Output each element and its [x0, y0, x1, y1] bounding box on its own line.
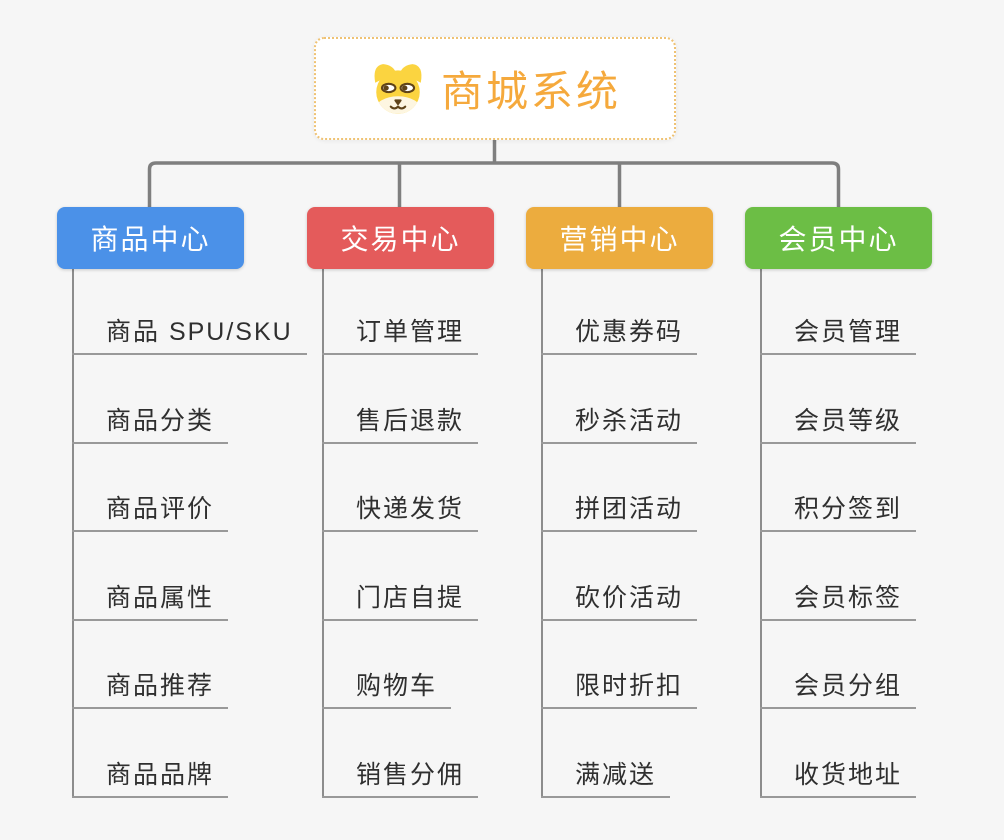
branch-label: 交易中心	[340, 224, 461, 255]
subtopic[interactable]: 商品分类	[72, 401, 229, 444]
subtopic[interactable]: 售后退款	[322, 401, 479, 444]
subtopic[interactable]: 砍价活动	[541, 578, 698, 621]
subtopic[interactable]: 限时折扣	[541, 666, 698, 709]
subtopic[interactable]: 商品推荐	[72, 666, 229, 709]
branch-trade-center[interactable]: 交易中心	[307, 207, 494, 269]
branch-label: 会员中心	[778, 224, 899, 255]
subtopic[interactable]: 会员分组	[760, 666, 917, 709]
subtopic[interactable]: 商品评价	[72, 489, 229, 532]
subtopic[interactable]: 优惠券码	[541, 312, 698, 355]
subtopic[interactable]: 门店自提	[322, 578, 479, 621]
subtopic[interactable]: 满减送	[541, 755, 671, 798]
branch-product-center[interactable]: 商品中心	[57, 207, 244, 269]
root-topic-label: 商城系统	[440, 68, 621, 115]
branch-label: 营销中心	[559, 224, 680, 255]
subtopic[interactable]: 拼团活动	[541, 489, 698, 532]
branch-label: 商品中心	[90, 224, 211, 255]
branch-product-children: 商品 SPU/SKU 商品分类 商品评价 商品属性 商品推荐 商品品牌	[72, 270, 322, 798]
branch-marketing-children: 优惠券码 秒杀活动 拼团活动 砍价活动 限时折扣 满减送	[541, 270, 791, 798]
subtopic[interactable]: 购物车	[322, 666, 452, 709]
subtopic[interactable]: 秒杀活动	[541, 401, 698, 444]
subtopic[interactable]: 销售分佣	[322, 755, 479, 798]
root-topic[interactable]: 商城系统	[314, 37, 676, 140]
branch-trade-children: 订单管理 售后退款 快递发货 门店自提 购物车 销售分佣	[322, 270, 572, 798]
subtopic[interactable]: 商品属性	[72, 578, 229, 621]
shiba-dog-icon	[374, 63, 422, 114]
subtopic[interactable]: 会员标签	[760, 578, 917, 621]
branch-marketing-center[interactable]: 营销中心	[526, 207, 713, 269]
subtopic[interactable]: 会员等级	[760, 401, 917, 444]
subtopic[interactable]: 商品 SPU/SKU	[72, 312, 307, 355]
subtopic[interactable]: 商品品牌	[72, 755, 229, 798]
branch-member-center[interactable]: 会员中心	[745, 207, 932, 269]
subtopic[interactable]: 积分签到	[760, 489, 917, 532]
subtopic[interactable]: 快递发货	[322, 489, 479, 532]
subtopic[interactable]: 订单管理	[322, 312, 479, 355]
subtopic[interactable]: 会员管理	[760, 312, 917, 355]
subtopic[interactable]: 收货地址	[760, 755, 917, 798]
branch-member-children: 会员管理 会员等级 积分签到 会员标签 会员分组 收货地址	[760, 270, 1004, 798]
